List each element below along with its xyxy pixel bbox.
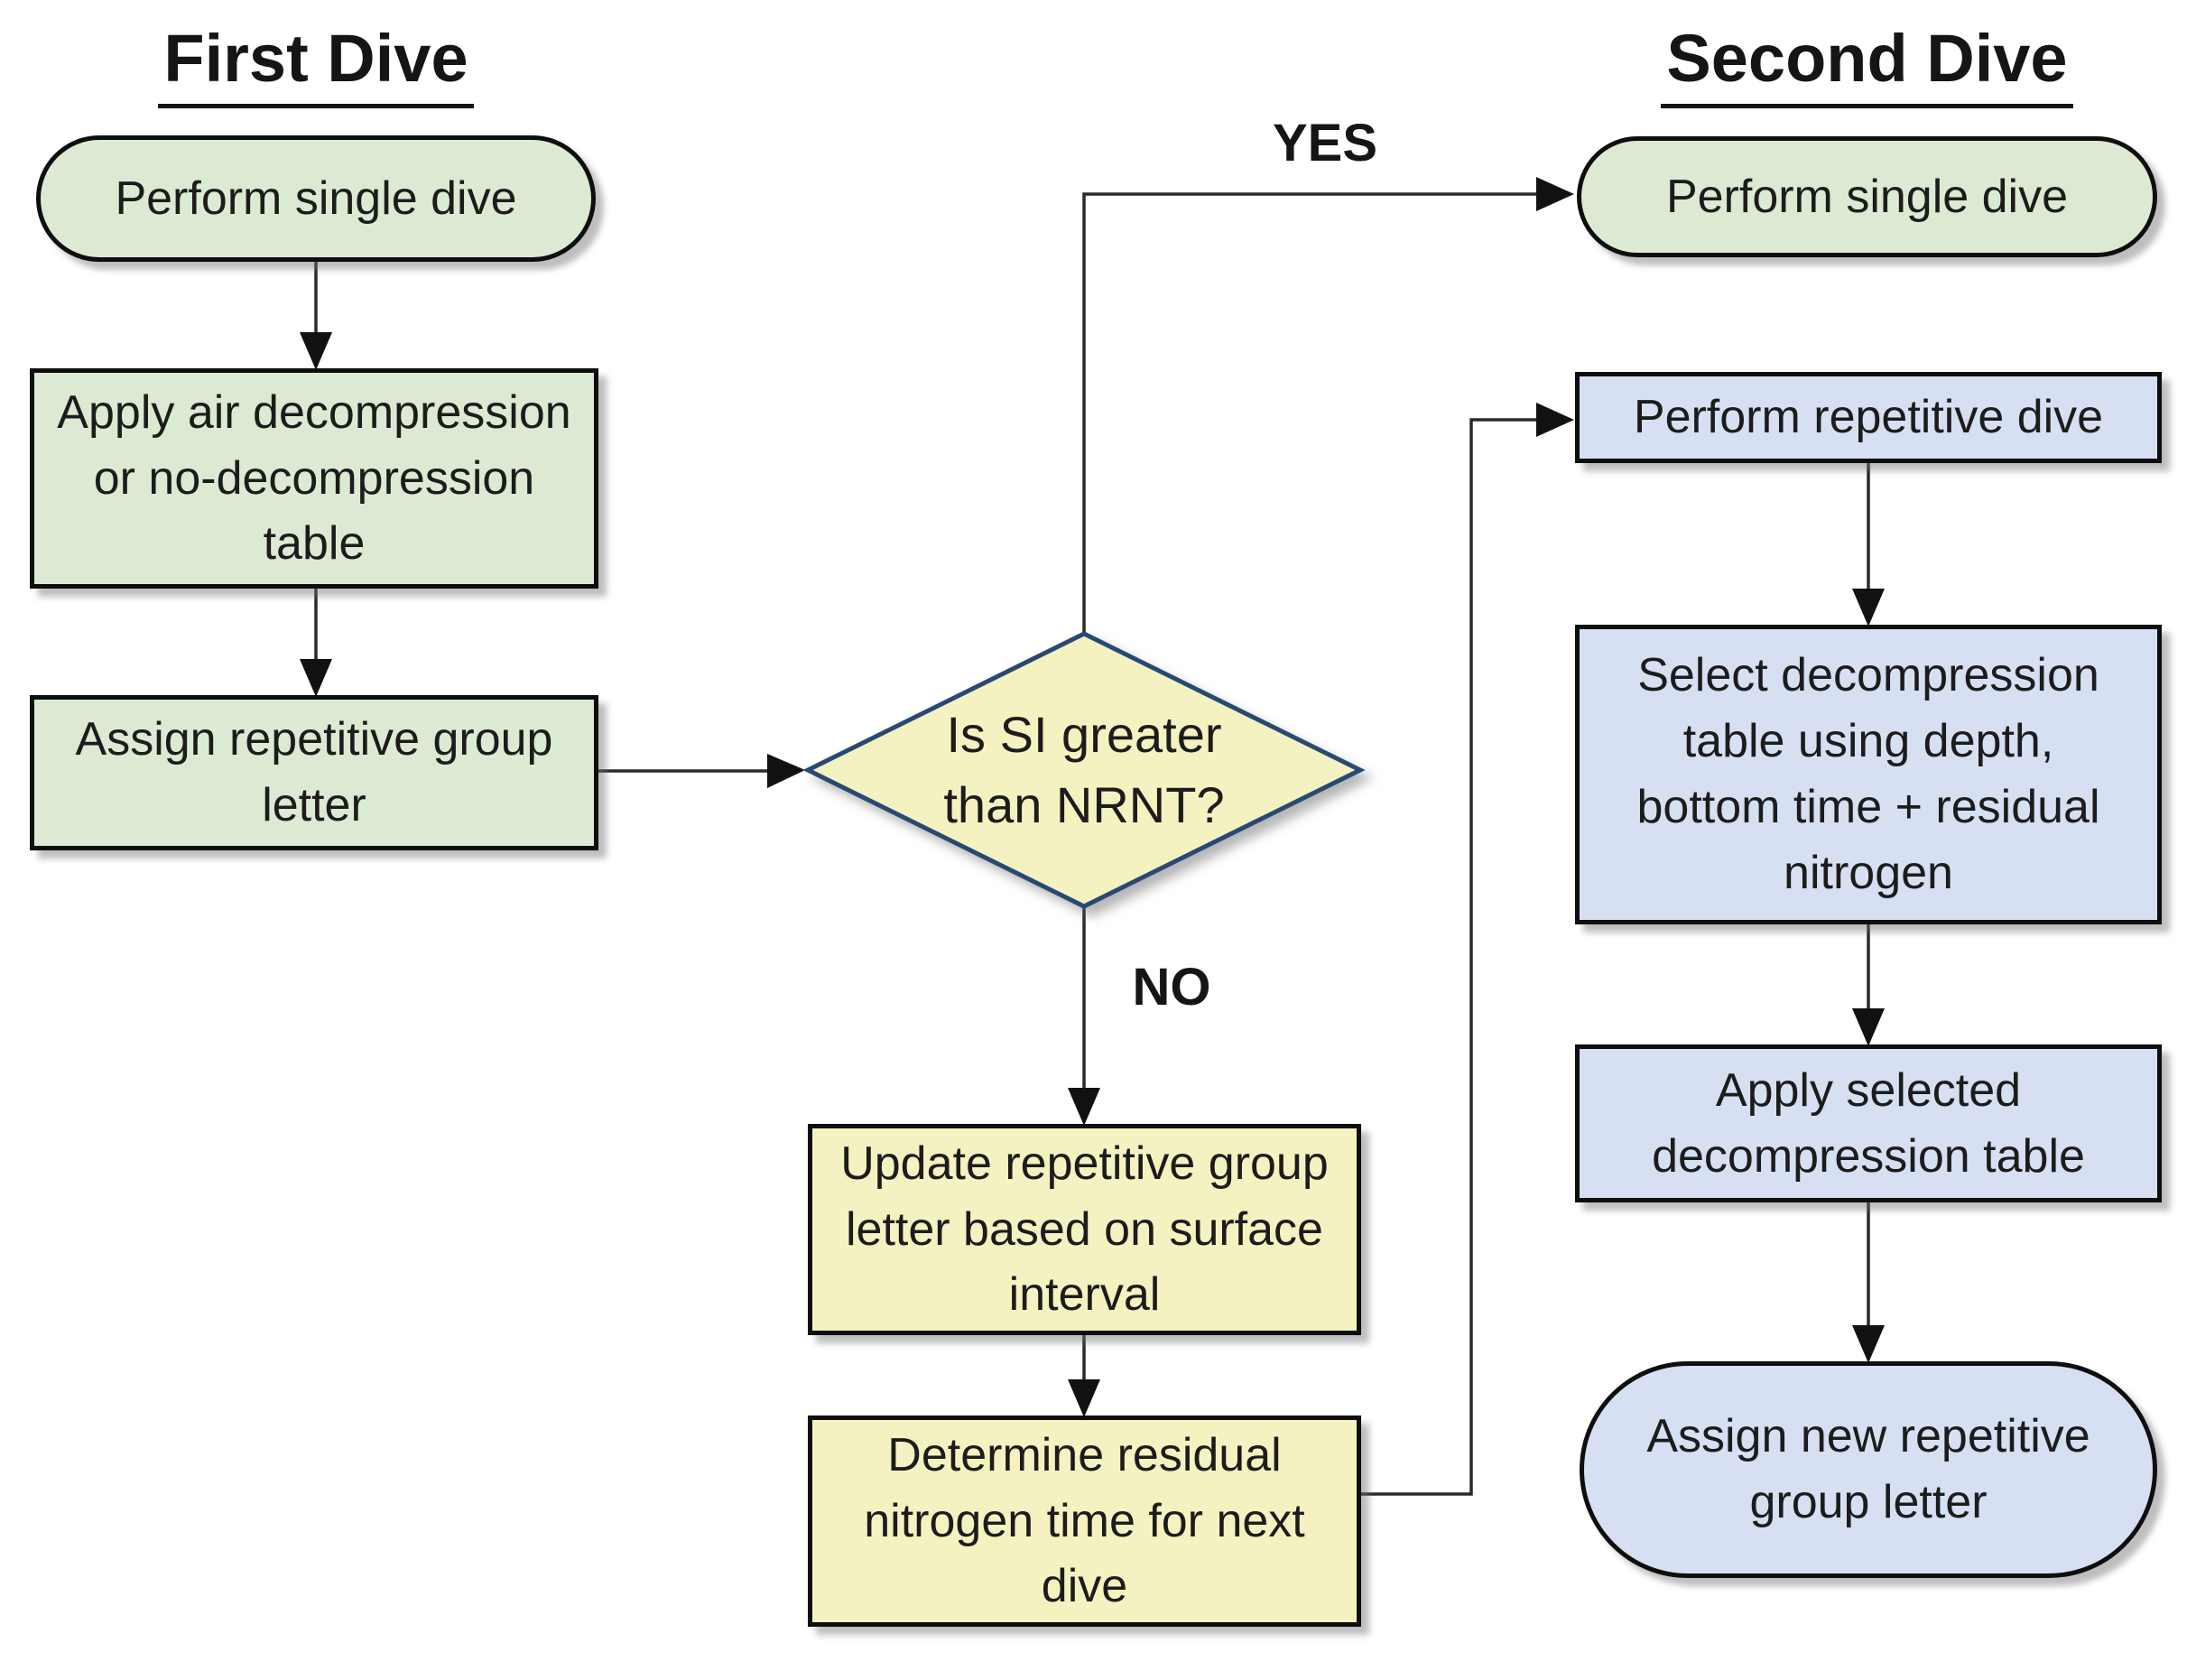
edge-apply-table-to-assign-letter: [300, 589, 332, 697]
first-dive-title: First Dive: [36, 20, 596, 108]
second-dive-title-text: Second Dive: [1661, 20, 2073, 108]
node-perform-single-dive-first: Perform single dive: [36, 135, 596, 262]
edge-update-letter-to-determine-rnt: [1068, 1335, 1100, 1417]
node-determine-residual-nitrogen-time: Determine residual nitrogen time for nex…: [808, 1415, 1361, 1627]
edge-single-dive-to-apply-table: [300, 262, 332, 370]
edge-select-table-to-apply-table: [1852, 924, 1885, 1046]
edge-assign-letter-to-decision: [598, 754, 805, 788]
node-perform-single-dive-second: Perform single dive: [1577, 136, 2157, 257]
edge-decision-yes: [1082, 177, 1574, 634]
node-decision-si-vs-nrnt-label: Is SI greater than NRNT?: [943, 705, 1225, 833]
no-branch-label: NO: [1132, 958, 1211, 1016]
edge-decision-no: [1068, 906, 1100, 1126]
node-apply-selected-decompression-table: Apply selected decompression table: [1575, 1044, 2162, 1202]
node-assign-new-repetitive-group-letter: Assign new repetitive group letter: [1580, 1361, 2157, 1578]
node-apply-air-decompression-table: Apply air decompression or no-decompress…: [30, 368, 598, 589]
node-update-repetitive-group-letter: Update repetitive group letter based on …: [808, 1124, 1361, 1335]
first-dive-title-text: First Dive: [158, 20, 474, 108]
edge-repetitive-dive-to-select-table: [1852, 463, 1885, 627]
second-dive-title: Second Dive: [1577, 20, 2157, 108]
node-select-decompression-table: Select decompression table using depth, …: [1575, 625, 2162, 924]
node-assign-repetitive-group-letter: Assign repetitive group letter: [30, 695, 598, 850]
edge-apply-table-to-new-letter: [1852, 1202, 1885, 1363]
node-perform-repetitive-dive: Perform repetitive dive: [1575, 372, 2162, 463]
decision-diamond-shape: [802, 631, 1366, 909]
edge-determine-rnt-to-repetitive-dive: [1361, 403, 1574, 1496]
yes-branch-label: YES: [1272, 114, 1378, 172]
